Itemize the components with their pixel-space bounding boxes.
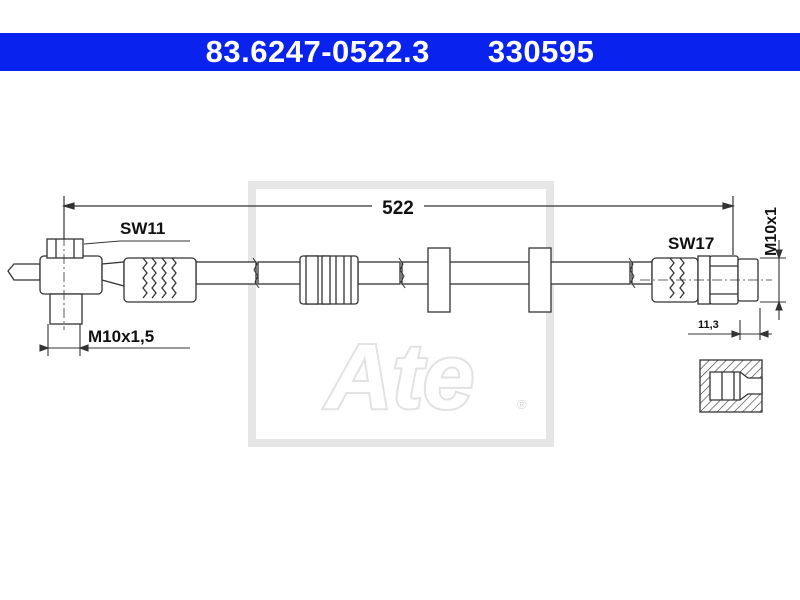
watermark-logo-text: Ate xyxy=(324,326,474,428)
right-wrench-size: SW17 xyxy=(668,234,714,253)
left-thread-label: M10x1,5 xyxy=(88,327,154,346)
thread-length-dimension xyxy=(688,308,772,340)
title-bar: 83.6247-0522.3 330595 xyxy=(0,33,800,71)
port-section-detail xyxy=(699,359,763,413)
ate-watermark: Ate ® xyxy=(248,181,554,447)
hose xyxy=(195,261,653,285)
watermark-registered-mark: ® xyxy=(517,397,527,412)
left-wrench-size: SW11 xyxy=(120,219,165,238)
left-banjo-fitting xyxy=(7,238,125,325)
hose-clip xyxy=(299,255,359,305)
reference-number: 330595 xyxy=(487,34,595,69)
right-thread-dimension xyxy=(760,240,786,320)
right-thread-label: M10x1 xyxy=(763,207,780,256)
length-label: 522 xyxy=(382,198,414,219)
left-crimp-ferrule xyxy=(123,257,197,303)
thread-length-label: 11,3 xyxy=(698,319,719,331)
hose-sleeves xyxy=(427,247,552,313)
sw11-leader xyxy=(83,240,121,245)
break-marks xyxy=(252,257,636,289)
part-number: 83.6247-0522.3 xyxy=(205,34,430,69)
left-thread-dimension xyxy=(39,324,190,356)
